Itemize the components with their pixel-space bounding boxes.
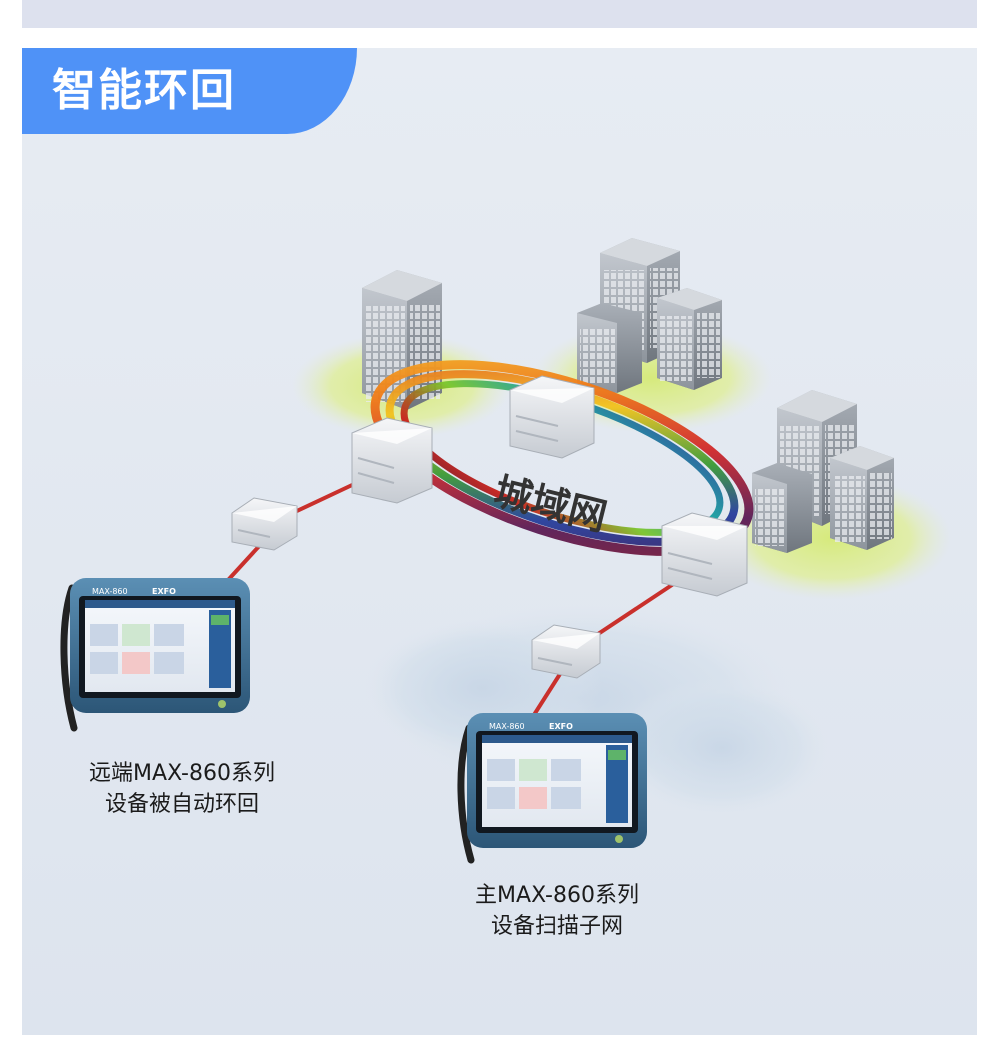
page-title: 智能环回 — [52, 65, 236, 116]
access-switch — [531, 624, 601, 679]
main-max860-device: MAX-860 EXFO — [457, 713, 647, 864]
title-tab: 智能环回 — [22, 48, 357, 134]
main-caption-line1: 主MAX-860系列 — [475, 883, 639, 908]
device-brand-label: EXFO — [549, 722, 573, 731]
access-switch — [231, 497, 298, 551]
remote-caption-line1: 远端MAX-860系列 — [89, 761, 275, 786]
building-group — [577, 238, 722, 393]
remote-caption-line2: 设备被自动环回 — [104, 792, 259, 817]
content-panel: 智能环回 — [22, 48, 977, 1035]
building-group — [752, 390, 894, 553]
ring-router — [509, 375, 595, 459]
device-model-label: MAX-860 — [92, 587, 128, 596]
ring-router — [351, 417, 433, 504]
ring-router — [661, 512, 748, 597]
device-model-label: MAX-860 — [489, 722, 525, 731]
main-caption-line2: 设备扫描子网 — [490, 914, 623, 939]
cloud-shape — [612, 678, 832, 818]
remote-device-caption: 远端MAX-860系列 设备被自动环回 — [52, 758, 312, 820]
network-diagram: 城域网 MAX-860 EXFO — [60, 238, 952, 864]
main-device-caption: 主MAX-860系列 设备扫描子网 — [442, 880, 672, 942]
remote-max860-device: MAX-860 EXFO — [60, 578, 250, 732]
device-brand-label: EXFO — [152, 587, 176, 596]
top-band — [22, 0, 977, 28]
